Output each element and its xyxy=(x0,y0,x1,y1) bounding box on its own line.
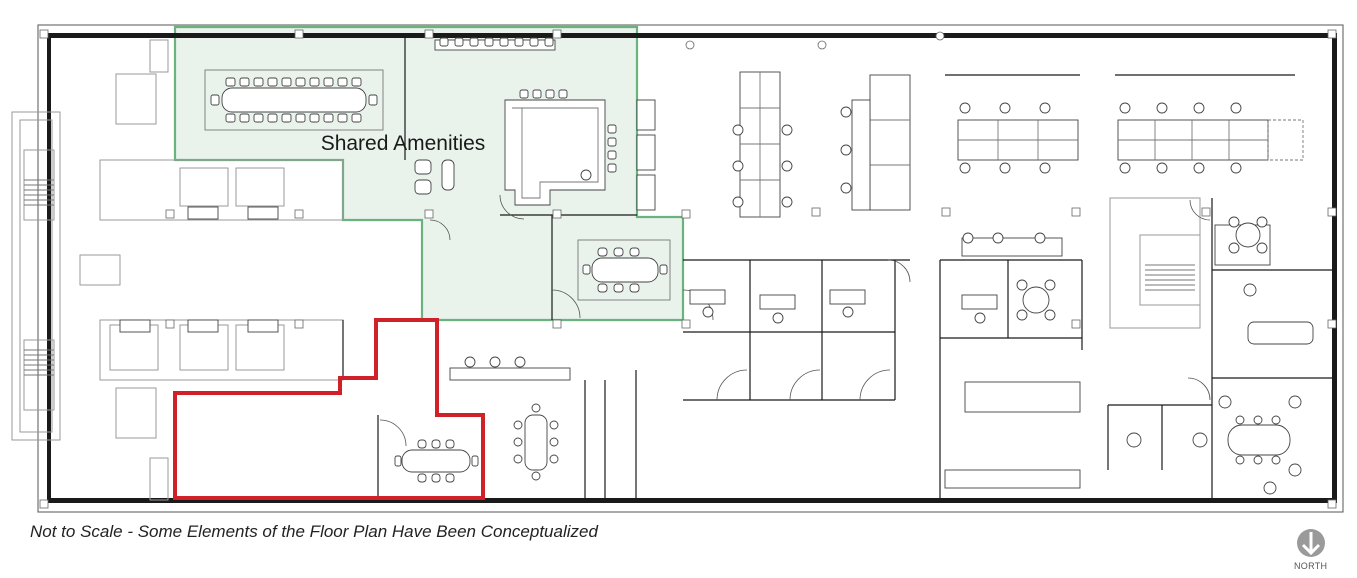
east-core xyxy=(1109,197,1201,329)
north-arrow-icon xyxy=(1297,529,1325,557)
building-outline xyxy=(37,24,1344,513)
east-exterior-wall xyxy=(1332,33,1337,503)
boardroom-table xyxy=(204,69,384,131)
conference-room-table xyxy=(577,239,671,301)
doors xyxy=(379,194,1211,447)
scale-disclaimer: Not to Scale - Some Elements of the Floo… xyxy=(30,522,598,541)
office-chairs xyxy=(464,102,1302,495)
west-exterior-wall xyxy=(47,33,51,503)
kitchen-island xyxy=(504,89,617,206)
south-exterior-wall xyxy=(47,498,1337,503)
counter-seating xyxy=(434,37,556,51)
columns xyxy=(39,29,1337,509)
lounge-chairs xyxy=(414,99,656,211)
workstation-pods xyxy=(449,71,1314,489)
shared-amenities-label: Shared Amenities xyxy=(321,132,486,155)
round-table-chairs xyxy=(513,216,1281,481)
north-label: NORTH xyxy=(1294,561,1328,571)
suite-meeting-table xyxy=(394,439,479,483)
round-meeting-tables xyxy=(524,222,1291,471)
north-exterior-wall xyxy=(47,33,1337,38)
available-suite-outline[interactable] xyxy=(173,318,485,500)
interior-walls xyxy=(342,38,1332,498)
